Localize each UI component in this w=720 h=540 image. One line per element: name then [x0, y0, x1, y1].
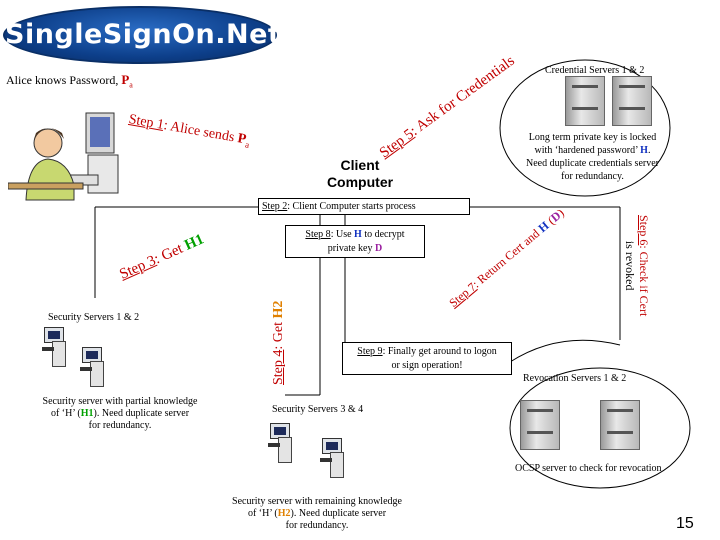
credential-ellipse — [499, 59, 671, 197]
revocation-servers-title: Revocation Servers 1 & 2 — [523, 373, 627, 384]
client-computer-label: Client Computer — [326, 157, 394, 190]
security-servers-12-title: Security Servers 1 & 2 — [48, 312, 140, 323]
credential-servers-note: Long term private key is locked with ‘ha… — [526, 132, 659, 182]
step9-box: Step 9: Finally get around to logon or s… — [342, 342, 512, 375]
revocation-server-1-icon — [520, 400, 560, 450]
credential-server-2-icon — [612, 76, 652, 126]
logo: SingleSignOn.Net — [3, 6, 282, 64]
step6-label: Step 6: Check if Cert is revoked — [623, 215, 651, 317]
step4-label: Step 4: Get H2 — [271, 300, 286, 385]
logo-text: SingleSignOn.Net — [5, 19, 282, 50]
credential-server-1-icon — [565, 76, 605, 126]
step8-box: Step 8: Use H to decrypt private key D — [285, 225, 425, 258]
security-servers-34-title: Security Servers 3 & 4 — [272, 404, 364, 415]
revocation-note: OCSP server to check for revocation — [515, 463, 662, 474]
credential-servers-title: Credential Servers 1 & 2 — [545, 65, 645, 76]
security-servers-34-note: Security server with remaining knowledge… — [232, 496, 402, 531]
revocation-server-2-icon — [600, 400, 640, 450]
security-server-4-icon — [320, 438, 346, 478]
user-at-computer-illustration — [8, 112, 119, 201]
security-server-3-icon — [268, 423, 294, 463]
security-server-1-icon — [42, 327, 68, 367]
step2-box: Step 2: Client Computer starts process — [258, 198, 470, 215]
page-number: 15 — [676, 515, 694, 532]
security-servers-12-note: Security server with partial knowledge o… — [42, 396, 198, 431]
revocation-ellipse — [509, 367, 691, 489]
alice-label: Alice knows Password, Pa — [6, 72, 133, 90]
security-server-2-icon — [80, 347, 106, 387]
